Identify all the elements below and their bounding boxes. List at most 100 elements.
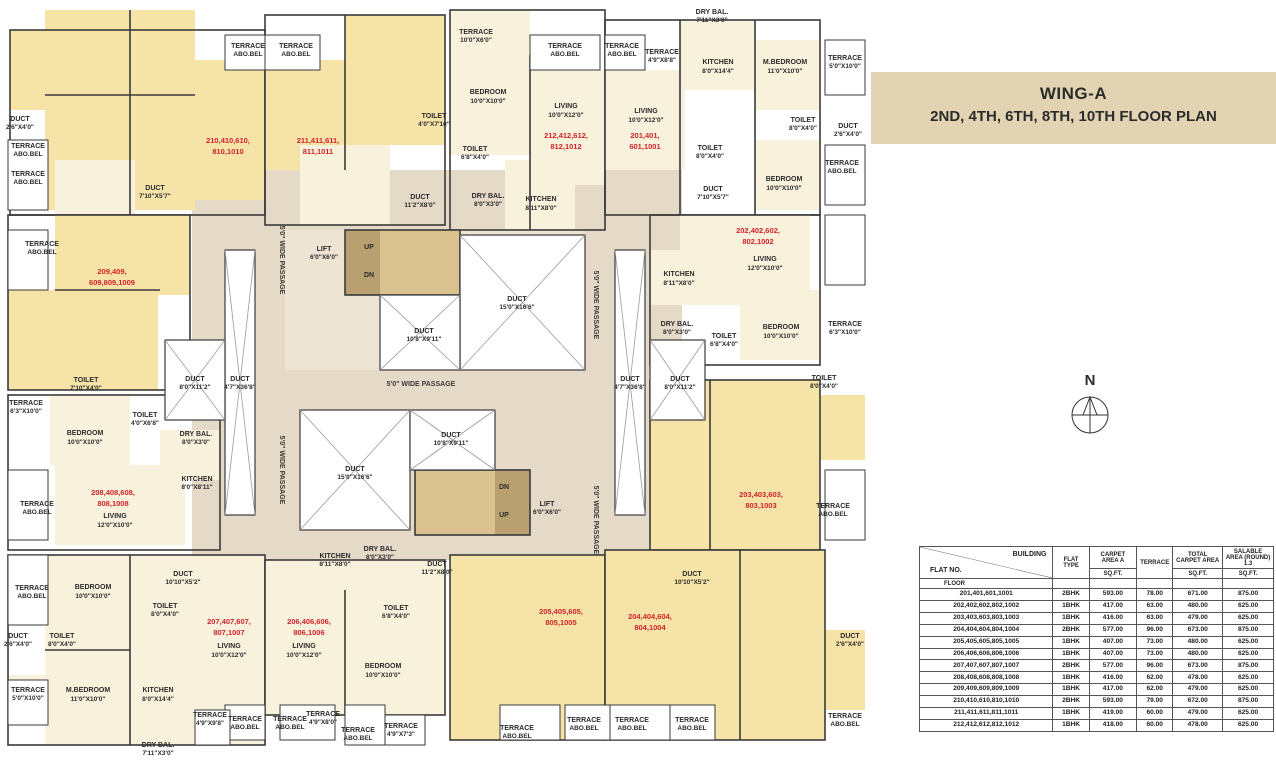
room-label: TOILET [791,117,816,124]
room-dim: ABO.BEL [22,509,51,516]
flat-no-202-line2: 802,1002 [742,237,773,246]
room-label: DRY BAL. [180,431,213,438]
unit-209 [7,214,191,391]
room-label: LIVING [634,108,658,115]
cell-flat-no: 204,404,604,804,1004 [918,623,1054,637]
room-label: TERRACE [11,687,45,694]
room-label: DUCT [670,376,690,383]
flat-no-212-line2: 812,1012 [550,142,581,151]
unit-208 [7,394,221,551]
room-label: TERRACE [615,717,649,724]
room-dim: 11'2"X8'0" [404,202,435,209]
cell-salable-area: 875.00 [1222,588,1274,601]
room-dim: 10'8"X9'11" [407,336,442,343]
cell-total-carpet-area: 478.00 [1172,718,1224,733]
room-label: DUCT [145,185,165,192]
room-dim: 10'0"X10'0" [365,672,400,679]
room-label: TERRACE [828,55,862,62]
room-dim: 10'0"X10'0" [75,593,110,600]
room-dim: 8'0"X14'4" [702,68,734,75]
room-label: TOILET [74,377,99,384]
cell-terrace: 60.00 [1136,707,1174,720]
cell-carpet-area: 419.00 [1088,707,1138,720]
cell-salable-area: 625.00 [1222,611,1274,625]
room-dim: ABO.BEL [818,511,847,518]
room-label: TERRACE [548,43,582,50]
passage-label: 5'0" WIDE PASSAGE [278,226,285,295]
room-label: TERRACE [9,400,43,407]
room-label: TERRACE [645,49,679,56]
title-banner: WING-A 2ND, 4TH, 6TH, 8TH, 10TH FLOOR PL… [871,72,1276,144]
area-statement-table: BUILDING FLAT NO. FLAT TYPE CARPET AREA … [918,546,1274,733]
flat-no-206-line1: 206,406,606, [287,617,331,626]
floor-plan: 210,410,610, 810,1010 211,411,611, 811,1… [3,9,866,757]
room-dim: 5'0"X10'0" [12,695,44,702]
room-dim: 7'11"X3'0" [696,17,727,24]
flat-no-202-line1: 202,402,602, [736,226,780,235]
unit-210 [9,10,266,216]
cell-flat-type: 1BHK [1052,718,1090,733]
cell-flat-no: 202,402,602,802,1002 [918,599,1054,613]
cell-salable-area: 875.00 [1222,695,1274,709]
room-dim: 10'0"X12'0" [211,652,246,659]
cell-flat-no: 209,409,609,809,1009 [918,683,1054,697]
room-dim: 8'0"X4'0" [48,641,76,648]
room-label: DUCT [230,376,250,383]
room-label: DUCT [185,376,205,383]
header-carpet-area: CARPET AREA A [1088,546,1138,569]
room-dim: 4'9"X8'8" [648,57,676,64]
north-arrow: N [1065,372,1115,440]
duct-crosses [164,234,706,531]
header-salable-area: SALABLE AREA (ROUND) 1.3 [1222,546,1274,569]
room-label: DUCT [620,376,640,383]
room-dim: ABO.BEL [827,168,856,175]
cell-salable-area: 625.00 [1222,635,1274,649]
room-label: DUCT [838,123,858,130]
cell-total-carpet-area: 480.00 [1172,599,1224,613]
room-label: TOILET [698,145,723,152]
room-dim: 10'0"X10'0" [766,185,801,192]
stair-up-label: UP [499,512,509,519]
room-label: TERRACE [605,43,639,50]
room-label: TERRACE [816,503,850,510]
room-dim: 8'11"X8'0" [663,280,694,287]
cell-flat-no: 203,403,603,803,1003 [918,611,1054,625]
room-dim: 15'0"X16'6" [337,474,372,481]
unit-206 [264,559,446,716]
cell-carpet-area: 407.00 [1088,647,1138,661]
cell-terrace: 73.00 [1136,647,1174,661]
room-label: TERRACE [384,723,418,730]
room-label: DUCT [10,116,30,123]
room-label: M.BEDROOM [66,687,111,694]
cell-carpet-area: 407.00 [1088,635,1138,649]
unit-201 [604,19,821,216]
header-flat-no-building: BUILDING FLAT NO. [918,546,1054,579]
room-dim: 15'0"X16'6" [499,304,534,311]
room-label: DUCT [840,633,860,640]
room-dim: 7'11"X3'0" [142,750,173,757]
room-label: BEDROOM [67,430,104,437]
room-label: TERRACE [231,43,265,50]
room-dim: 12'0"X10'0" [747,265,782,272]
flat-no-205-line2: 805,1005 [545,618,576,627]
room-dim: 8'0"X4'0" [696,153,724,160]
room-dim: 6'8"X4'0" [382,613,410,620]
room-label: M.BEDROOM [763,59,808,66]
room-label: TOILET [812,375,837,382]
cell-total-carpet-area: 479.00 [1172,611,1224,625]
room-dim: ABO.BEL [13,179,42,186]
room-dim: ABO.BEL [502,733,531,740]
room-dim: 8'11"X8'0" [525,205,556,212]
room-dim: 11'2"X8'0" [421,569,452,576]
stair-core-bottom [414,469,531,536]
room-label: DRY BAL. [696,9,729,16]
flat-no-206-line2: 806,1006 [293,628,324,637]
room-label: DRY BAL. [142,742,175,749]
room-label: TERRACE [279,43,313,50]
room-dim: ABO.BEL [569,725,598,732]
room-label: DUCT [441,432,461,439]
